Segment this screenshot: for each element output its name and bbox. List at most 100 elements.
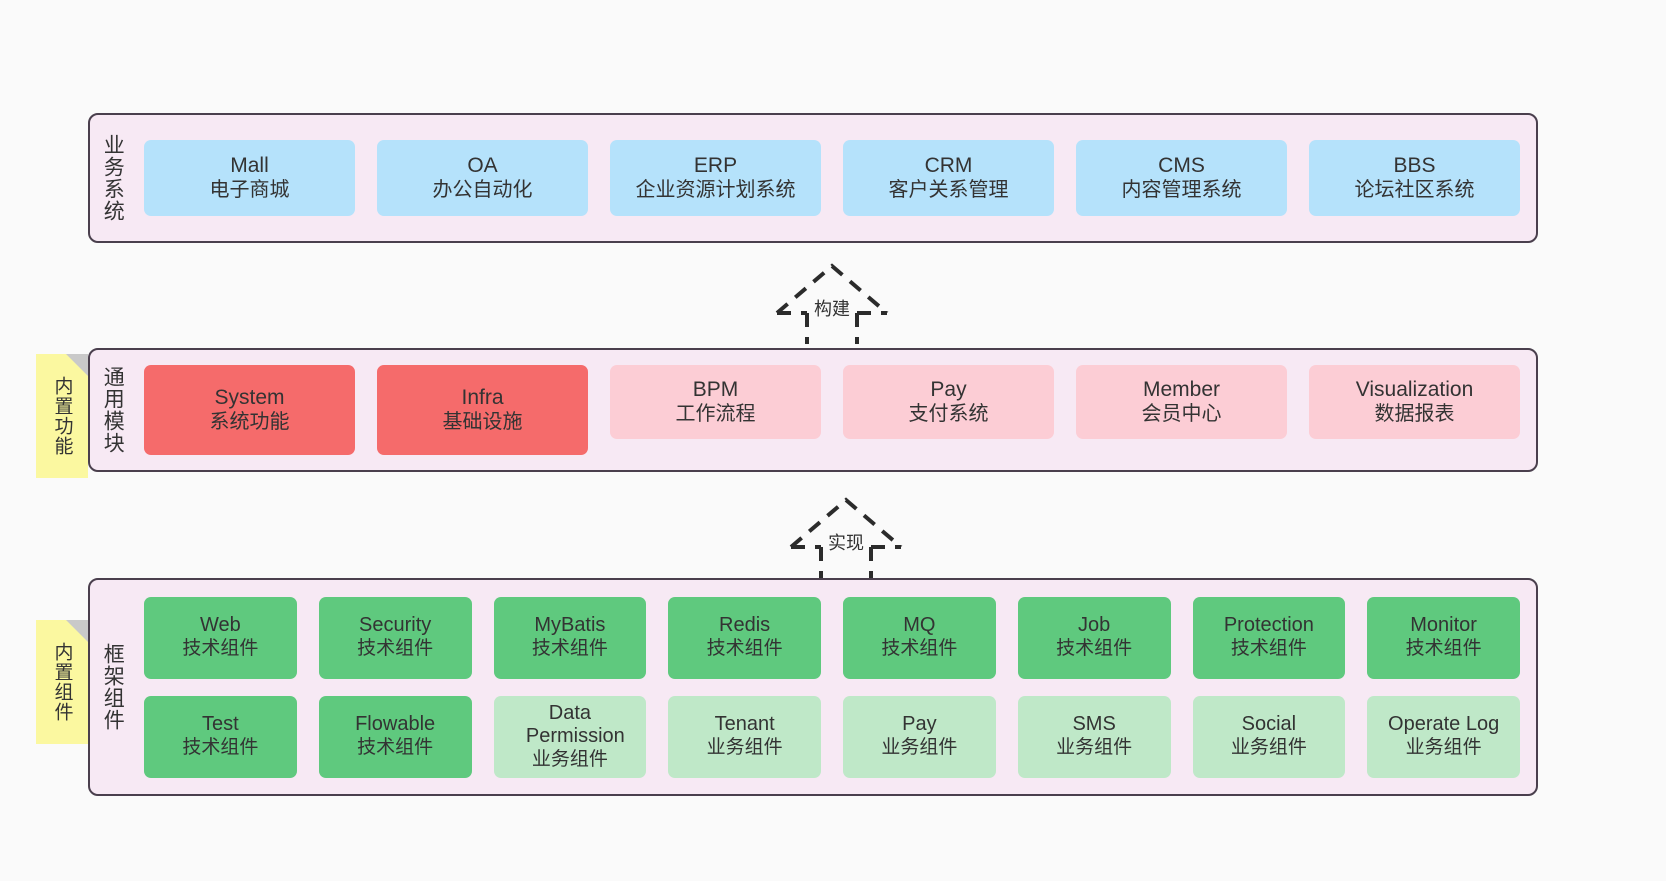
card-subtitle: 工作流程 bbox=[675, 403, 756, 426]
card-title: OA bbox=[467, 153, 498, 177]
card-subtitle: 技术组件 bbox=[1056, 637, 1133, 659]
card-visualization[interactable]: Visualization 数据报表 bbox=[1309, 365, 1520, 439]
card-title: Data Permission bbox=[525, 701, 625, 748]
card-redis[interactable]: Redis 技术组件 bbox=[668, 596, 821, 679]
card-protection[interactable]: Protection 技术组件 bbox=[1192, 596, 1346, 679]
card-subtitle: 内容管理系统 bbox=[1121, 179, 1242, 202]
connector-build-label: 构建 bbox=[814, 299, 850, 319]
card-oa[interactable]: OA 办公自动化 bbox=[377, 140, 588, 216]
card-subtitle: 技术组件 bbox=[531, 637, 608, 659]
card-title: CRM bbox=[924, 153, 973, 177]
card-subtitle: 企业资源计划系统 bbox=[635, 179, 796, 202]
card-title: Operate Log bbox=[1388, 713, 1500, 736]
card-operate-log[interactable]: Operate Log 业务组件 bbox=[1367, 695, 1520, 778]
card-job[interactable]: Job 技术组件 bbox=[1017, 596, 1171, 679]
layer-title-framework-component: 框架组件 bbox=[101, 643, 125, 731]
card-row: System 系统功能 Infra 基础设施 BPM 工作流程 Pay 支付系统… bbox=[144, 365, 1520, 455]
card-subtitle: 业务组件 bbox=[1056, 736, 1133, 758]
card-subtitle: 技术组件 bbox=[1405, 637, 1482, 659]
card-subtitle: 技术组件 bbox=[357, 637, 434, 659]
card-title: MyBatis bbox=[534, 614, 606, 637]
card-web[interactable]: Web 技术组件 bbox=[144, 596, 297, 679]
card-title: Monitor bbox=[1410, 614, 1477, 637]
card-row: Mall 电子商城 OA 办公自动化 ERP 企业资源计划系统 CRM 客户关系… bbox=[144, 140, 1520, 216]
card-pay[interactable]: Pay 支付系统 bbox=[843, 365, 1054, 439]
card-subtitle: 技术组件 bbox=[881, 637, 958, 659]
card-title: ERP bbox=[693, 153, 738, 177]
card-system[interactable]: System 系统功能 bbox=[144, 365, 355, 455]
card-mq[interactable]: MQ 技术组件 bbox=[843, 596, 996, 679]
card-data-permission[interactable]: Data Permission 业务组件 bbox=[493, 695, 647, 778]
card-subtitle: 技术组件 bbox=[357, 736, 434, 758]
card-title: Pay bbox=[902, 713, 937, 736]
layer-body-framework-component: Web 技术组件 Security 技术组件 MyBatis 技术组件 Redi… bbox=[134, 580, 1536, 794]
card-subtitle: 基础设施 bbox=[442, 411, 523, 434]
card-title: SMS bbox=[1072, 713, 1116, 736]
card-subtitle: 客户关系管理 bbox=[888, 179, 1009, 202]
card-bbs[interactable]: BBS 论坛社区系统 bbox=[1309, 140, 1520, 216]
card-row: Test 技术组件 Flowable 技术组件 Data Permission … bbox=[144, 695, 1520, 778]
card-title: Job bbox=[1078, 614, 1111, 637]
card-tenant[interactable]: Tenant 业务组件 bbox=[668, 695, 821, 778]
card-flowable[interactable]: Flowable 技术组件 bbox=[318, 695, 472, 778]
card-test[interactable]: Test 技术组件 bbox=[144, 695, 297, 778]
layer-body-business-system: Mall 电子商城 OA 办公自动化 ERP 企业资源计划系统 CRM 客户关系… bbox=[134, 115, 1536, 241]
card-title: Visualization bbox=[1355, 377, 1474, 401]
card-title: Security bbox=[359, 614, 432, 637]
card-title: BBS bbox=[1393, 153, 1436, 177]
layer-common-module: 通用模块 System 系统功能 Infra 基础设施 BPM 工作流程 Pay… bbox=[88, 348, 1538, 472]
card-security[interactable]: Security 技术组件 bbox=[318, 596, 472, 679]
note-builtin-function: 内置功能 bbox=[36, 354, 88, 478]
card-bpm[interactable]: BPM 工作流程 bbox=[610, 365, 821, 439]
note-builtin-component: 内置组件 bbox=[36, 620, 88, 744]
card-subtitle: 业务组件 bbox=[706, 736, 783, 758]
layer-body-common-module: System 系统功能 Infra 基础设施 BPM 工作流程 Pay 支付系统… bbox=[134, 350, 1536, 470]
card-title: Member bbox=[1142, 377, 1221, 401]
card-infra[interactable]: Infra 基础设施 bbox=[377, 365, 588, 455]
card-title: Protection bbox=[1223, 614, 1314, 637]
card-subtitle: 技术组件 bbox=[182, 736, 259, 758]
card-title: Infra bbox=[461, 385, 504, 409]
layer-title-business-system: 业务系统 bbox=[101, 134, 125, 222]
card-title: MQ bbox=[903, 614, 936, 637]
card-row: Web 技术组件 Security 技术组件 MyBatis 技术组件 Redi… bbox=[144, 596, 1520, 679]
card-sms[interactable]: SMS 业务组件 bbox=[1017, 695, 1171, 778]
card-subtitle: 办公自动化 bbox=[432, 179, 533, 202]
card-title: System bbox=[214, 385, 285, 409]
card-member[interactable]: Member 会员中心 bbox=[1076, 365, 1287, 439]
card-subtitle: 业务组件 bbox=[881, 736, 958, 758]
card-erp[interactable]: ERP 企业资源计划系统 bbox=[610, 140, 821, 216]
card-mall[interactable]: Mall 电子商城 bbox=[144, 140, 355, 216]
card-title: Web bbox=[199, 614, 241, 637]
card-subtitle: 业务组件 bbox=[531, 748, 608, 770]
card-monitor[interactable]: Monitor 技术组件 bbox=[1367, 596, 1520, 679]
card-title: Test bbox=[202, 713, 239, 736]
card-subtitle: 技术组件 bbox=[182, 637, 259, 659]
card-subtitle: 系统功能 bbox=[209, 411, 290, 434]
card-social[interactable]: Social 业务组件 bbox=[1192, 695, 1346, 778]
layer-business-system: 业务系统 Mall 电子商城 OA 办公自动化 ERP 企业资源计划系统 CRM… bbox=[88, 113, 1538, 243]
card-title: Tenant bbox=[714, 713, 775, 736]
card-subtitle: 技术组件 bbox=[1230, 637, 1307, 659]
card-subtitle: 支付系统 bbox=[908, 403, 989, 426]
card-title: BPM bbox=[692, 377, 739, 401]
card-subtitle: 技术组件 bbox=[706, 637, 783, 659]
card-pay-business[interactable]: Pay 业务组件 bbox=[843, 695, 996, 778]
card-cms[interactable]: CMS 内容管理系统 bbox=[1076, 140, 1287, 216]
card-subtitle: 业务组件 bbox=[1405, 736, 1482, 758]
card-title: Social bbox=[1241, 713, 1297, 736]
layer-title-common-module: 通用模块 bbox=[101, 366, 125, 454]
card-title: Flowable bbox=[355, 713, 436, 736]
note-fold-corner-icon bbox=[66, 354, 88, 376]
card-subtitle: 业务组件 bbox=[1230, 736, 1307, 758]
card-crm[interactable]: CRM 客户关系管理 bbox=[843, 140, 1054, 216]
card-mybatis[interactable]: MyBatis 技术组件 bbox=[493, 596, 647, 679]
card-title: Redis bbox=[719, 614, 771, 637]
card-title: CMS bbox=[1158, 153, 1205, 177]
connector-implement-label: 实现 bbox=[828, 533, 864, 553]
card-subtitle: 电子商城 bbox=[209, 179, 290, 202]
card-title: Pay bbox=[930, 377, 967, 401]
card-subtitle: 数据报表 bbox=[1374, 403, 1455, 426]
card-subtitle: 论坛社区系统 bbox=[1354, 179, 1475, 202]
